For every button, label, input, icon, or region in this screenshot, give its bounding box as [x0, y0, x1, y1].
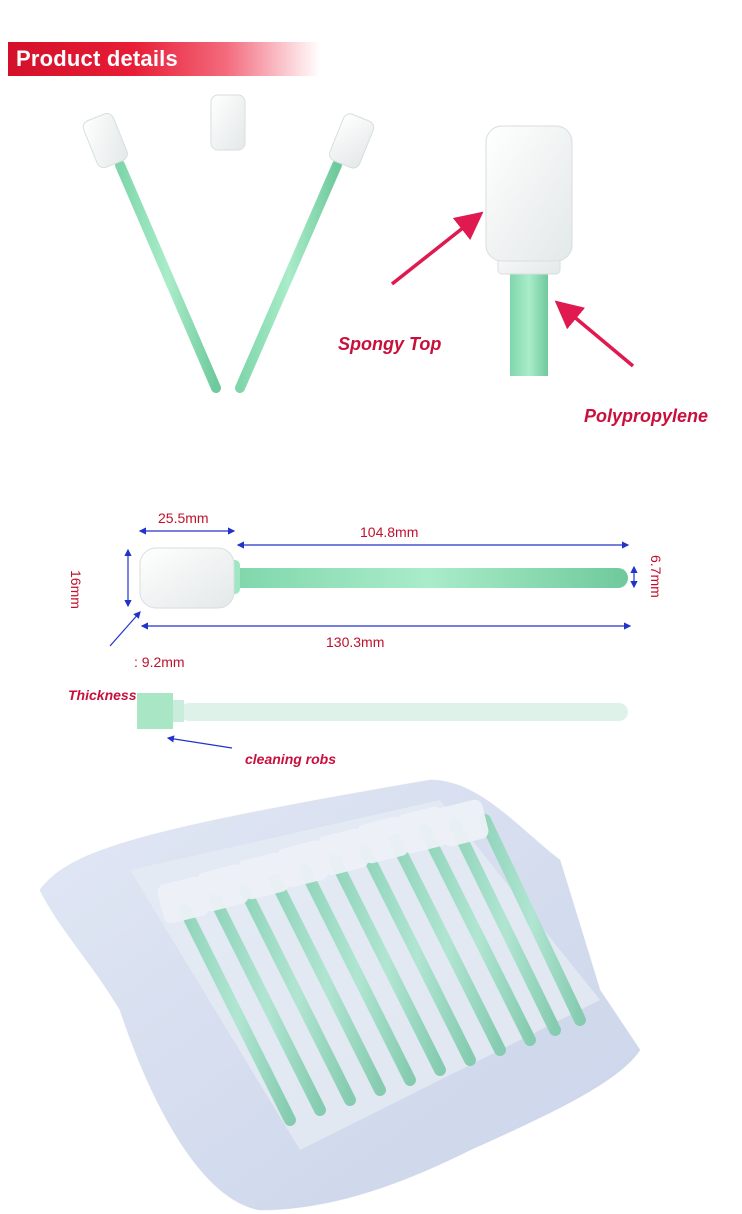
total-length-dimension: 130.3mm — [326, 634, 385, 650]
spongy-top-arrow — [390, 211, 484, 286]
spongy-top-label: Spongy Top — [338, 334, 442, 354]
swab-side-view — [137, 693, 628, 729]
head-length-dimension: 25.5mm — [158, 510, 209, 526]
thickness-label: Thickness — [68, 687, 137, 703]
head-width-dimension: 16mm — [68, 570, 84, 609]
thickness-dimension: : 9.2mm — [134, 654, 185, 670]
swab-left — [82, 112, 221, 393]
page-title: Product details — [16, 46, 178, 71]
swab-closeup — [485, 125, 573, 376]
header-banner — [8, 42, 320, 76]
swab-dimension-view — [139, 547, 628, 609]
thickness-arrow — [109, 611, 141, 647]
package-bag — [39, 779, 641, 1211]
cleaning-robs-arrow — [166, 735, 233, 749]
swab-middle — [210, 94, 246, 395]
polypropylene-arrow — [554, 300, 635, 368]
handle-diameter-dimension: 6.7mm — [648, 555, 664, 598]
polypropylene-label: Polypropylene — [584, 406, 709, 426]
handle-length-dimension: 104.8mm — [360, 524, 419, 540]
cleaning-robs-label: cleaning robs — [245, 751, 337, 767]
swab-right — [235, 113, 375, 393]
